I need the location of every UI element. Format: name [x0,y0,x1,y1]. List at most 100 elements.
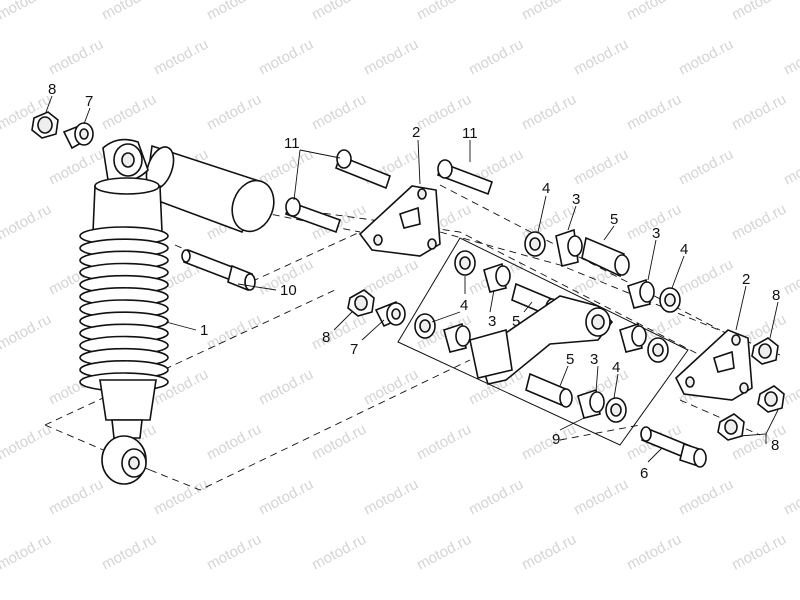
watermark-text: motod.ru [0,0,54,24]
washer-upper [62,122,94,150]
watermark-text: motod.ru [309,91,369,134]
bushing-upper-right [555,228,583,267]
watermark-text: motod.ru [571,36,631,79]
link-plate-right [675,329,753,401]
watermark-text: motod.ru [0,421,54,464]
seal-frame-left [414,313,436,339]
watermark-text: motod.ru [781,256,800,299]
bushing-far-right [627,278,655,309]
callout-3-bushing-c: 3 [488,313,496,330]
watermark-text: motod.ru [519,91,579,134]
watermark-text: motod.ru [204,91,264,134]
seal-frame-right [647,337,669,363]
rocker-link [469,295,614,385]
callout-8-nut-mid: 8 [322,329,330,346]
link-plate-left [358,185,441,257]
watermark-text: motod.ru [466,36,526,79]
sleeve-upper-right [581,236,630,278]
nut-right-top [751,337,779,365]
shock-top-eye [102,138,149,183]
watermark-text: motod.ru [204,531,264,574]
callout-6-bolt-lower: 6 [640,465,648,482]
callout-11-bolt-upper-b: 11 [462,125,478,142]
watermark-text: motod.ru [676,146,736,189]
callout-7-washer-mid: 7 [350,341,358,358]
washer-mid [374,300,406,328]
shock-absorber [79,138,275,485]
watermark-text: motod.ru [729,531,789,574]
watermark-text: motod.ru [781,366,800,409]
shock-reservoir [144,144,275,234]
watermark-text: motod.ru [309,531,369,574]
callout-9-linkage-assembly: 9 [552,431,560,448]
watermark-text: motod.ru [256,366,316,409]
callout-2-plate-right: 2 [742,271,750,288]
watermark-text: motod.ru [309,311,369,354]
bolt-upper-b [284,197,342,234]
watermark-text: motod.ru [0,146,1,189]
linkage-assembly-frame [397,237,689,446]
seal-frame-top [454,250,476,276]
watermark-text: motod.ru [414,531,474,574]
watermark-text: motod.ru [519,531,579,574]
watermark-text: motod.ru [729,201,789,244]
watermark-text: motod.ru [99,531,159,574]
watermark-text: motod.ru [414,0,474,24]
watermark-text: motod.ru [571,146,631,189]
watermark-text: motod.ru [46,36,106,79]
nut-upper [31,111,59,139]
callout-5-sleeve-b: 5 [512,313,520,330]
bushing-frame-left [443,322,471,353]
leader-lines [45,95,779,463]
callout-2-plate-left: 2 [412,124,420,141]
callout-3-bushing-b: 3 [652,225,660,242]
watermark-text: motod.ru [309,0,369,24]
watermark-text: motod.ru [99,0,159,24]
watermark-text: motod.ru [361,256,421,299]
nut-right-bottom [717,413,745,441]
callout-4-seal-d: 4 [612,359,620,376]
nut-mid [347,289,375,317]
shock-spring [79,226,169,392]
seal-frame-bottom [605,397,627,423]
watermark-text: motod.ru [0,256,1,299]
callout-8-nut-right-a: 8 [772,287,780,304]
watermark-text: motod.ru [0,201,54,244]
watermark-text: motod.ru [781,146,800,189]
watermark-text: motod.ru [46,476,106,519]
watermark-text: motod.ru [204,0,264,24]
watermark-text: motod.ru [99,91,159,134]
watermark-text: motod.ru [676,36,736,79]
callout-labels: 8 7 1 10 11 11 2 4 3 5 3 4 2 8 4 3 5 8 7… [48,81,780,482]
callout-1-shock-absorber: 1 [200,322,208,339]
watermark-text: motod.ru [0,476,1,519]
callout-8-nut-upper: 8 [48,81,56,98]
sleeve-frame-bottom [525,372,573,408]
bushing-frame-top [483,262,511,293]
watermark-text: motod.ru [361,366,421,409]
nut-right-middle [757,385,785,413]
watermark-text: motod.ru [624,531,684,574]
watermark-text: motod.ru [414,421,474,464]
callout-4-seal-b: 4 [680,241,688,258]
callout-7-washer-upper: 7 [85,93,93,110]
watermark-text: motod.ru [781,476,800,519]
callout-11-bolt-upper-a: 11 [284,135,300,152]
shock-bottom-eye [101,435,147,485]
watermark-text: motod.ru [624,0,684,24]
callout-10-pin: 10 [280,282,297,299]
callout-4-seal-a: 4 [542,180,550,197]
watermark-text: motod.ru [46,146,106,189]
watermark-text: motod.ru [0,366,1,409]
callout-4-seal-c: 4 [460,297,468,314]
watermark-text: motod.ru [519,0,579,24]
watermark-text: motod.ru [0,531,54,574]
seal-upper-right [524,231,546,257]
bolt-upper-a [335,149,391,190]
watermark-text: motod.ru [676,476,736,519]
watermark-text: motod.ru [781,36,800,79]
watermark-text: motod.ru [571,476,631,519]
watermark-text: motod.ru [519,421,579,464]
watermark-text: motod.ru [361,476,421,519]
